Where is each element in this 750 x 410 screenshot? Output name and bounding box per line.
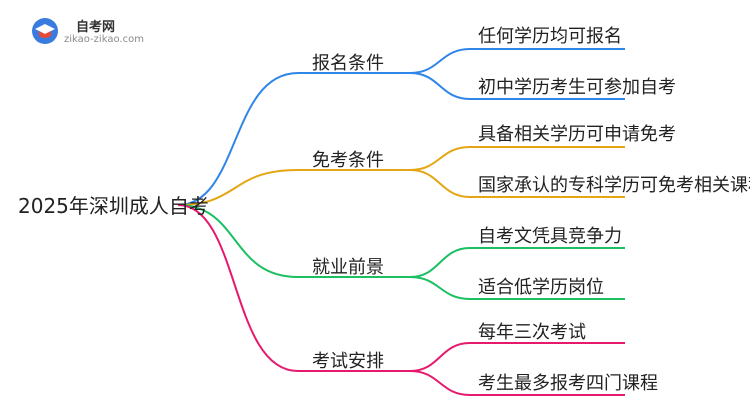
- connector-leaf-exam-schedule-2: [409, 370, 625, 396]
- graduation-cap-icon: [32, 18, 58, 44]
- leaf-label: 适合低学历岗位: [478, 277, 604, 298]
- connector-leaf-exam-schedule-1: [409, 342, 625, 372]
- leaf-label: 自考文凭具竞争力: [478, 226, 622, 247]
- connector-leaf-exemption-1: [409, 146, 625, 171]
- connector-root-career: [177, 204, 299, 278]
- leaf-label: 每年三次考试: [478, 322, 586, 343]
- site-logo[interactable]: 自考网 zikao-zikao.com: [30, 14, 150, 50]
- branch-label-exam-schedule: 考试安排: [312, 351, 384, 372]
- leaf-label: 任何学历均可报名: [478, 26, 622, 47]
- connector-leaf-career-1: [409, 247, 625, 278]
- branch-label-career: 就业前景: [312, 257, 384, 278]
- connector-root-exemption: [177, 169, 299, 206]
- connector-root-registration: [177, 72, 299, 206]
- leaf-label: 初中学历考生可参加自考: [478, 77, 676, 98]
- leaf-label: 考生最多报考四门课程: [478, 373, 658, 394]
- logo-title: 自考网: [76, 20, 116, 35]
- connector-root-exam-schedule: [177, 204, 299, 372]
- root-node: 2025年深圳成人自考: [18, 194, 209, 218]
- connector-leaf-career-2: [409, 276, 625, 300]
- branch-label-registration: 报名条件: [312, 53, 384, 74]
- leaf-label: 具备相关学历可申请免考: [478, 124, 676, 145]
- connector-leaf-registration-2: [409, 72, 625, 100]
- connector-leaf-registration-1: [409, 48, 625, 74]
- leaf-label: 国家承认的专科学历可免考相关课程: [478, 175, 750, 196]
- branch-label-exemption: 免考条件: [312, 150, 384, 171]
- connector-leaf-exemption-2: [409, 169, 625, 198]
- logo-url: zikao-zikao.com: [64, 34, 144, 45]
